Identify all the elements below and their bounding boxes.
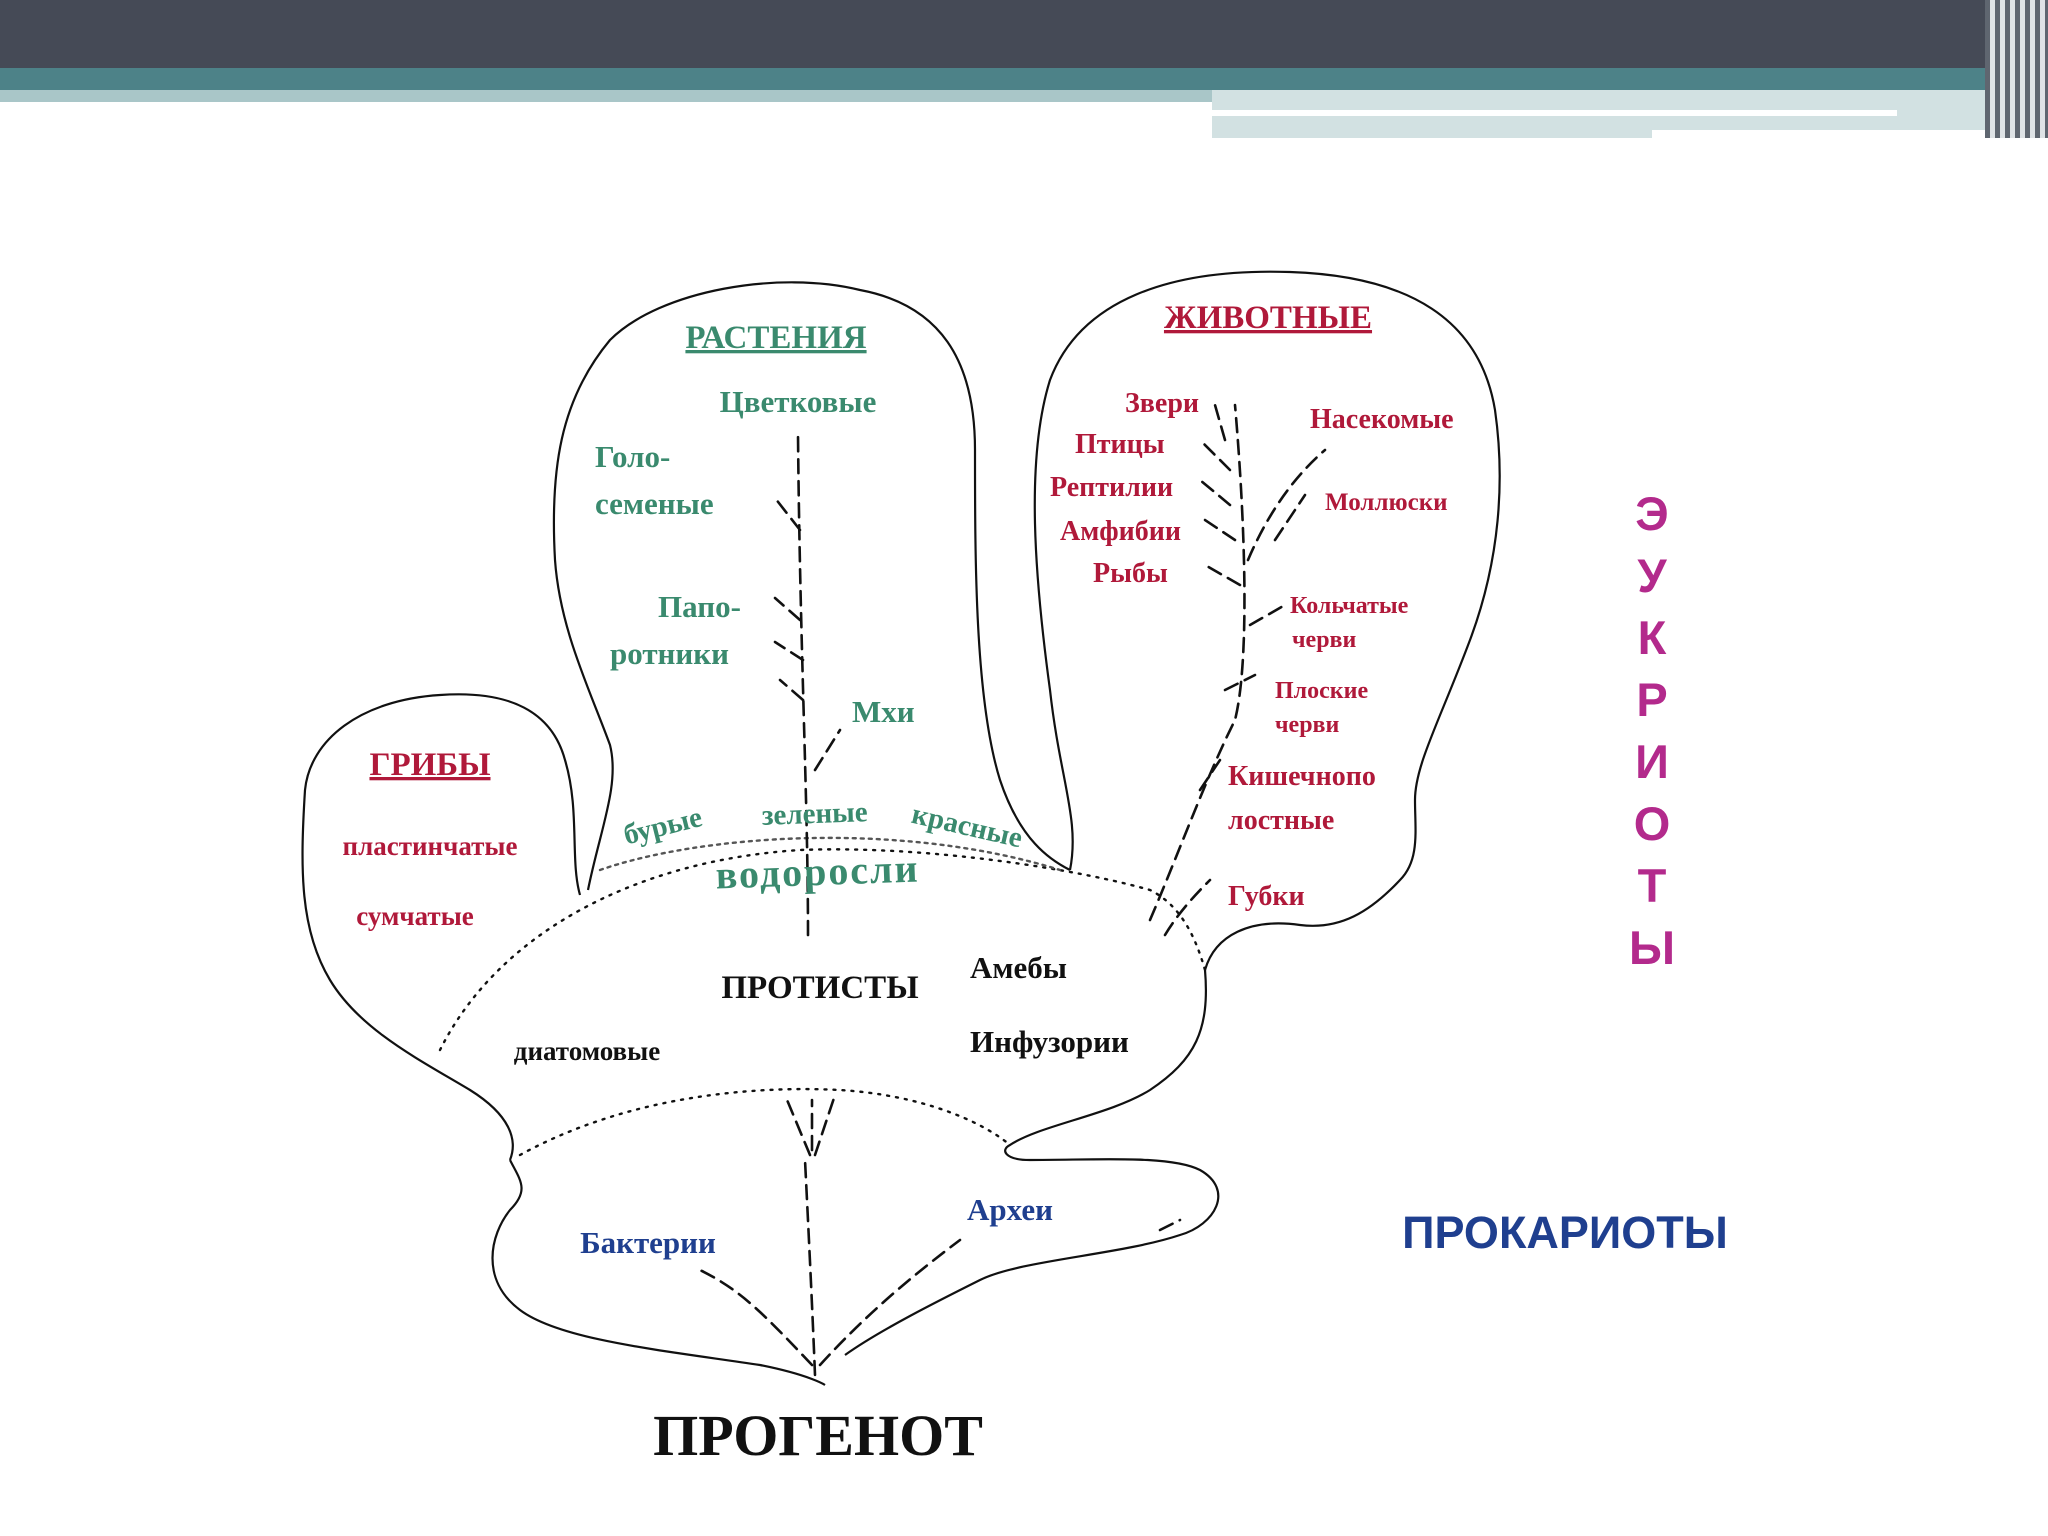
- animal-mollusks: Моллюски: [1325, 489, 1448, 516]
- plant-gymno-2: семеные: [595, 486, 714, 521]
- eukaryotes-letter: Р: [1636, 673, 1667, 726]
- protist-ciliates: Инфузории: [970, 1024, 1129, 1059]
- animal-mammals: Звери: [1125, 388, 1199, 419]
- prokaryote-bacteria: Бактерии: [580, 1225, 716, 1260]
- fern-branch-2: [775, 642, 803, 660]
- bird-branch: [1200, 440, 1230, 470]
- archaea-tip: [1160, 1220, 1180, 1230]
- fungi-title: ГРИБЫ: [369, 747, 490, 783]
- protist-diatoms: диатомовые: [514, 1036, 660, 1066]
- eukaryotes-letter: К: [1638, 611, 1667, 664]
- plants-title: РАСТЕНИЯ: [685, 320, 866, 356]
- annelid-branch: [1250, 605, 1285, 625]
- algae-brown: бурые: [620, 801, 705, 851]
- fungi-ascomycetes: сумчатые: [356, 901, 474, 931]
- animals-title: ЖИВОТНЫЕ: [1164, 300, 1372, 336]
- protist-fork-right: [815, 1095, 835, 1155]
- animal-birds: Птицы: [1075, 429, 1165, 460]
- plant-flowering: Цветковые: [720, 384, 877, 419]
- plant-mosses: Мхи: [852, 694, 915, 729]
- root-label: ПРОГЕНОТ: [653, 1403, 983, 1468]
- animal-insects: Насекомые: [1310, 404, 1454, 435]
- animal-reptiles: Рептилии: [1050, 472, 1173, 503]
- animal-annelids-1: Кольчатые: [1290, 593, 1409, 619]
- animal-fish: Рыбы: [1093, 558, 1168, 589]
- reptile-branch: [1200, 480, 1230, 505]
- protists-label: ПРОТИСТЫ: [721, 970, 918, 1006]
- protists-outline: [493, 1160, 826, 1385]
- algae-red: красные: [909, 798, 1026, 855]
- eukaryotes-letter: И: [1635, 735, 1669, 788]
- amphibian-branch: [1205, 520, 1235, 540]
- prokaryote-divider: [520, 1089, 1010, 1155]
- plant-ferns-2: ротники: [610, 636, 729, 671]
- protist-amoebae: Амебы: [970, 950, 1067, 985]
- eukaryotes-letter: Э: [1635, 487, 1668, 540]
- prokaryote-stem: [805, 1160, 815, 1375]
- animal-amphibians: Амфибии: [1060, 516, 1181, 547]
- bacteria-branch: [700, 1270, 812, 1365]
- animal-flatworms-1: Плоские: [1275, 678, 1368, 704]
- animal-flatworms-2: черви: [1275, 712, 1339, 738]
- mammal-branch: [1215, 405, 1225, 440]
- animal-annelids-2: черви: [1292, 627, 1356, 653]
- animal-sponges: Губки: [1228, 881, 1305, 912]
- gymno-branch: [775, 498, 800, 530]
- eukaryotes-letter: У: [1637, 549, 1667, 602]
- animal-coelenterates-1: Кишечнопо: [1228, 761, 1376, 792]
- algae-green: зеленые: [761, 796, 868, 832]
- eukaryotes-vertical-label: Э У К Р И О Т Ы: [1629, 487, 1675, 974]
- protist-fork-left: [785, 1095, 810, 1155]
- fungi-lamellar: пластинчатые: [343, 831, 518, 861]
- fern-branch-3: [780, 680, 803, 700]
- prokaryote-archaea: Археи: [967, 1192, 1053, 1227]
- archaea-branch: [820, 1240, 960, 1365]
- fish-branch: [1205, 565, 1240, 585]
- algae-label: водоросли: [715, 845, 920, 897]
- animal-coelenterates-2: лостные: [1228, 805, 1334, 836]
- eukaryotes-letter: О: [1634, 797, 1671, 850]
- fern-branch-1: [775, 598, 800, 620]
- plant-ferns-1: Папо-: [658, 589, 741, 624]
- eukaryotes-letter: Т: [1638, 859, 1667, 912]
- plant-gymno-1: Голо-: [595, 439, 670, 474]
- prokaryotes-label: ПРОКАРИОТЫ: [1402, 1207, 1728, 1258]
- insect-branch: [1248, 450, 1325, 560]
- moss-branch: [815, 730, 840, 770]
- eukaryotes-letter: Ы: [1629, 921, 1675, 974]
- animals-outline: [1035, 272, 1500, 970]
